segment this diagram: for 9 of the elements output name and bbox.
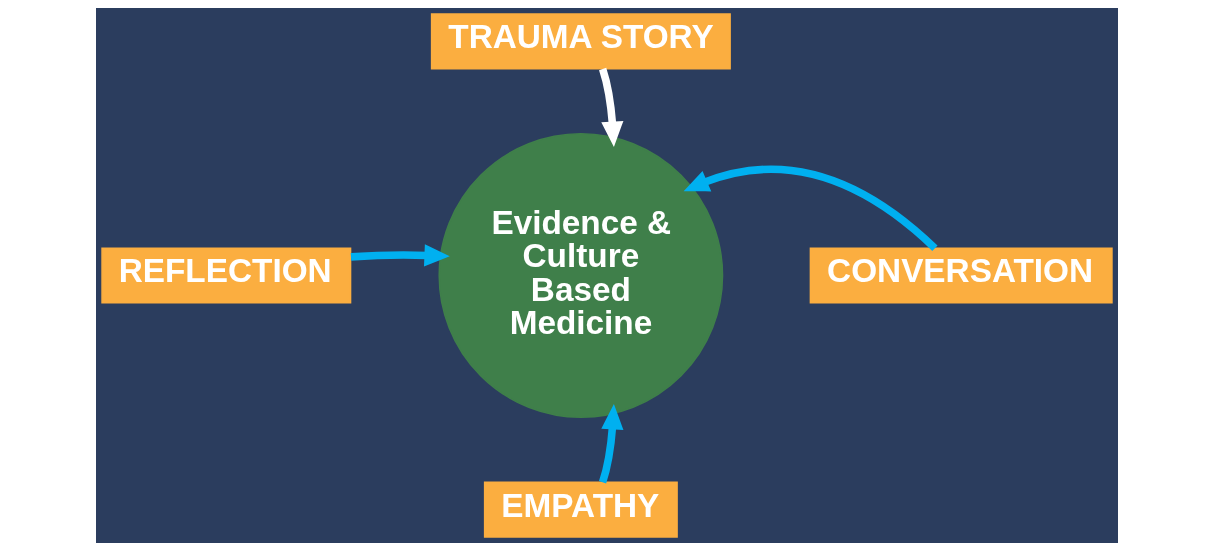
node-box: EMPATHY [483,481,678,538]
node-box: REFLECTION [100,247,351,304]
node-circle: Evidence & Culture Based Medicine [437,133,723,418]
arrow [598,67,623,147]
arrow [350,244,450,267]
arrow [683,165,937,251]
node-box: TRAUMA STORY [430,13,731,70]
node-box: CONVERSATION [809,247,1113,304]
arrow [598,404,623,484]
